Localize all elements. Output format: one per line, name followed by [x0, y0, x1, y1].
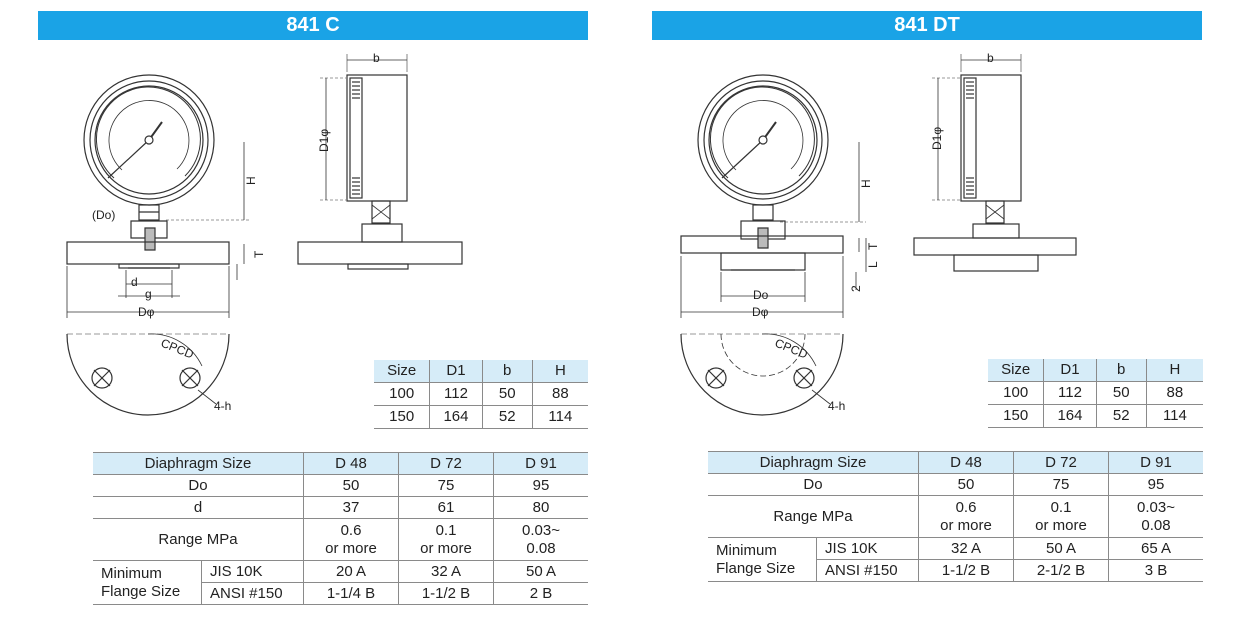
gauge-pointer	[107, 139, 150, 179]
label-l-dt: L	[866, 261, 880, 268]
table-row: Diaphragm Size D 48 D 72 D 91	[708, 451, 1203, 474]
diaphragm-table-841c: Diaphragm Size D 48 D 72 D 91 Do 50 75 9…	[93, 452, 588, 605]
title-841c: 841 C	[38, 11, 588, 40]
flange-arc	[66, 333, 230, 416]
label-g: g	[145, 287, 152, 301]
label-do: (Do)	[92, 208, 115, 222]
label-hole: 4-h	[214, 399, 231, 413]
label-dphi: Dφ	[138, 305, 155, 319]
table-row: ANSI #150 1-1/2 B 2-1/2 B 3 B	[708, 559, 1203, 582]
label-t-dt: T	[866, 242, 880, 250]
label-t: T	[252, 250, 266, 258]
bolt-hole-left	[91, 367, 113, 389]
drawing-841c-flange-plan: CPCD 4-h	[66, 333, 231, 416]
table-row: d 37 61 80	[93, 496, 588, 519]
table-row: 150 164 52 114	[988, 404, 1203, 428]
table-row: Diaphragm Size D 48 D 72 D 91	[93, 452, 588, 475]
table-row: Do 50 75 95	[708, 473, 1203, 496]
drawing-841c-front: (Do) H T d g Dφ	[66, 74, 266, 319]
table-row: 150 164 52 114	[374, 405, 588, 429]
title-841dt: 841 DT	[652, 11, 1202, 40]
label-h-dt: H	[859, 179, 873, 188]
gauge-bezel	[89, 80, 209, 200]
label-d: d	[131, 275, 138, 289]
bolt-hole-right	[179, 367, 201, 389]
label-h: H	[244, 176, 258, 185]
label-b: b	[373, 51, 380, 65]
size-table-841c: Size D1 b H 100 112 50 88 150 164 52 114	[374, 360, 588, 429]
label-do-dt: Do	[753, 288, 769, 302]
gauge-pointer-dt	[721, 139, 764, 179]
drawing-841dt-flange-plan: CPCD 4-h	[680, 333, 845, 416]
table-row: Size D1 b H	[988, 359, 1203, 382]
label-d1-dt: D1φ	[930, 127, 944, 150]
label-hole-dt: 4-h	[828, 399, 845, 413]
label-2-dt: 2	[849, 285, 863, 292]
table-row: Size D1 b H	[374, 360, 588, 383]
diaphragm-table-841dt: Diaphragm Size D 48 D 72 D 91 Do 50 75 9…	[708, 451, 1203, 582]
drawing-841dt-side: b D1φ	[913, 51, 1077, 272]
table-row: Do 50 75 95	[93, 474, 588, 497]
size-table-841dt: Size D1 b H 100 112 50 88 150 164 52 114	[988, 359, 1203, 428]
label-b-dt: b	[987, 51, 994, 65]
drawing-841dt-front: H T L 2 Do Dφ	[680, 74, 880, 319]
label-d1: D1φ	[317, 129, 331, 152]
label-dphi-dt: Dφ	[752, 305, 769, 319]
table-row: 100 112 50 88	[988, 381, 1203, 405]
table-row: 100 112 50 88	[374, 382, 588, 406]
table-row: ANSI #150 1-1/4 B 1-1/2 B 2 B	[93, 582, 588, 605]
label-cpcd-dt: CPCD	[773, 336, 810, 362]
drawing-841c-side: b D1φ	[297, 51, 463, 270]
